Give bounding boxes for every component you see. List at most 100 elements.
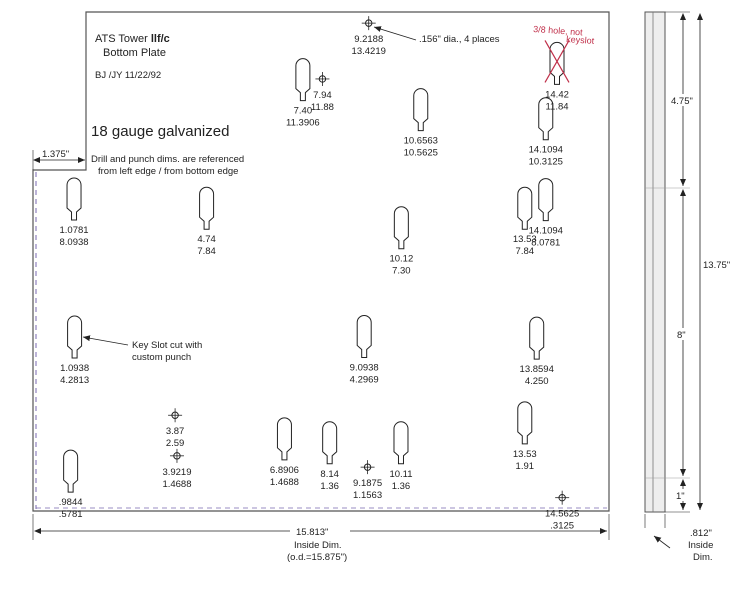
keyslot-5-y-label: 7.30	[392, 266, 411, 277]
keyslot-14-x-label: 10.11	[389, 469, 412, 480]
title-line1: ATS Tower llf/c	[95, 33, 170, 45]
side-top-mask	[667, 94, 697, 106]
keyslot-15-y-label: 1.91	[516, 461, 535, 472]
handwritten-note-1: 3/8 hole, not	[533, 24, 584, 37]
keyslot-note-leader	[82, 335, 129, 346]
inside-dim-label: Inside Dim.	[294, 540, 342, 551]
keyslot-14-y-label: 1.36	[392, 481, 411, 492]
side-inside-2: Dim.	[693, 552, 713, 563]
inside-width-label: 15.813"	[296, 527, 328, 538]
notch-width-label: 1.375"	[42, 149, 69, 160]
keyslot-2-x-label: 4.74	[197, 234, 216, 245]
side-inside-1: Inside	[688, 540, 713, 551]
punch-features	[63, 16, 570, 505]
keyslot-17	[549, 41, 565, 85]
hole-4-y-label: 1.4688	[162, 479, 191, 490]
hole-5-x-label: 9.1875	[353, 478, 382, 489]
keyslot-note-2: custom punch	[132, 352, 191, 363]
keyslot-10-y-label: 4.2969	[350, 374, 379, 385]
keyslot-16	[63, 449, 79, 493]
side-bottom-label: 1"	[676, 491, 685, 502]
keyslot-11-y-label: 4.250	[525, 376, 549, 387]
side-bottom-mask	[673, 489, 691, 501]
keyslot-14	[393, 421, 409, 465]
hole-note-leader	[373, 26, 417, 41]
keyslot-9	[67, 315, 83, 359]
hole-2-y-label: 11.88	[311, 102, 334, 113]
keyslot-13-y-label: 1.36	[320, 481, 339, 492]
inside-width-mask	[290, 524, 350, 537]
reference-note-2: from left edge / from bottom edge	[98, 166, 238, 177]
keyslot-1	[66, 177, 82, 221]
keyslot-8-x-label: 14.1094	[529, 226, 563, 237]
hole-1-y-label: 13.4219	[352, 46, 386, 57]
side-mid-label: 8"	[677, 330, 686, 341]
hole-4-x-label: 3.9219	[162, 467, 191, 478]
keyslot-10	[356, 314, 372, 358]
hole-1-x-label: 9.2188	[354, 34, 383, 45]
side-total-label: 13.75"	[703, 260, 730, 271]
keyslot-15	[517, 401, 533, 445]
material-spec: 18 gauge galvanized	[91, 123, 229, 140]
keyslot-11-x-label: 13.8594	[520, 364, 554, 375]
initials-date: BJ /JY 11/22/92	[95, 70, 161, 81]
hole-note: .156" dia., 4 places	[419, 34, 500, 45]
reference-note-1: Drill and punch dims. are referenced	[91, 154, 244, 165]
keyslot-3-x-label: 7.40	[294, 106, 313, 117]
keyslot-12-y-label: 1.4688	[270, 477, 299, 488]
keyslot-3	[295, 58, 311, 102]
keyslot-13	[322, 421, 338, 465]
keyslot-9-x-label: 1.0938	[60, 363, 89, 374]
keyslot-4-y-label: 10.5625	[404, 148, 438, 159]
hole-6-y-label: .3125	[550, 521, 574, 532]
keyslot-6	[538, 97, 554, 141]
side-total-mask	[702, 258, 734, 271]
keyslot-7-y-label: 7.84	[516, 246, 535, 257]
keyslot-17-y-label: 11.84	[545, 101, 568, 112]
side-thickness-leader	[653, 535, 671, 549]
keyslot-4	[413, 88, 429, 132]
keyslot-13-x-label: 8.14	[320, 469, 339, 480]
keyslot-16-x-label: .9844	[59, 497, 83, 508]
side-top-label: 4.75"	[671, 96, 693, 107]
keyslot-5-x-label: 10.12	[389, 254, 413, 265]
keyslot-15-x-label: 13.53	[513, 449, 537, 460]
side-mid-mask	[674, 328, 692, 340]
keyslot-4-x-label: 10.6563	[404, 136, 438, 147]
keyslot-strike-b	[544, 40, 570, 83]
plate-outline	[32, 11, 610, 512]
side-thickness-label: .812"	[690, 528, 712, 539]
hole-3-y-label: 2.59	[166, 438, 185, 449]
keyslot-3-y-label: 11.3906	[286, 118, 320, 129]
handwritten-note-2: keyslot	[566, 34, 595, 46]
keyslot-8	[538, 178, 554, 222]
hole-6-x-label: 14.5625	[545, 509, 579, 520]
keyslot-2	[199, 186, 215, 230]
keyslot-16-y-label: .5781	[59, 509, 83, 520]
keyslot-6-x-label: 14.1094	[529, 145, 563, 156]
keyslot-7	[517, 186, 533, 230]
keyslot-9-y-label: 4.2813	[60, 375, 89, 386]
keyslot-11	[529, 316, 545, 360]
keyslot-6-y-label: 10.3125	[529, 157, 563, 168]
title-line2: Bottom Plate	[103, 47, 166, 59]
side-view-outer	[644, 11, 666, 513]
keyslot-17-x-label: 14.42	[545, 89, 569, 100]
hole-2-x-label: 7.94	[313, 90, 332, 101]
od-label: (o.d.=15.875")	[287, 552, 347, 563]
keyslot-2-y-label: 7.84	[197, 246, 216, 257]
keyslot-8-y-label: 8.0781	[531, 238, 560, 249]
keyslot-1-y-label: 8.0938	[59, 237, 88, 248]
keyslot-1-x-label: 1.0781	[59, 225, 88, 236]
keyslot-note-1: Key Slot cut with	[132, 340, 202, 351]
hole-3-x-label: 3.87	[166, 426, 185, 437]
keyslot-5	[393, 206, 409, 250]
keyslot-7-x-label: 13.53	[513, 234, 537, 245]
keyslot-10-x-label: 9.0938	[350, 362, 379, 373]
keyslot-12-x-label: 6.8906	[270, 465, 299, 476]
hole-5-y-label: 1.1563	[353, 490, 382, 501]
keyslot-12	[276, 417, 292, 461]
